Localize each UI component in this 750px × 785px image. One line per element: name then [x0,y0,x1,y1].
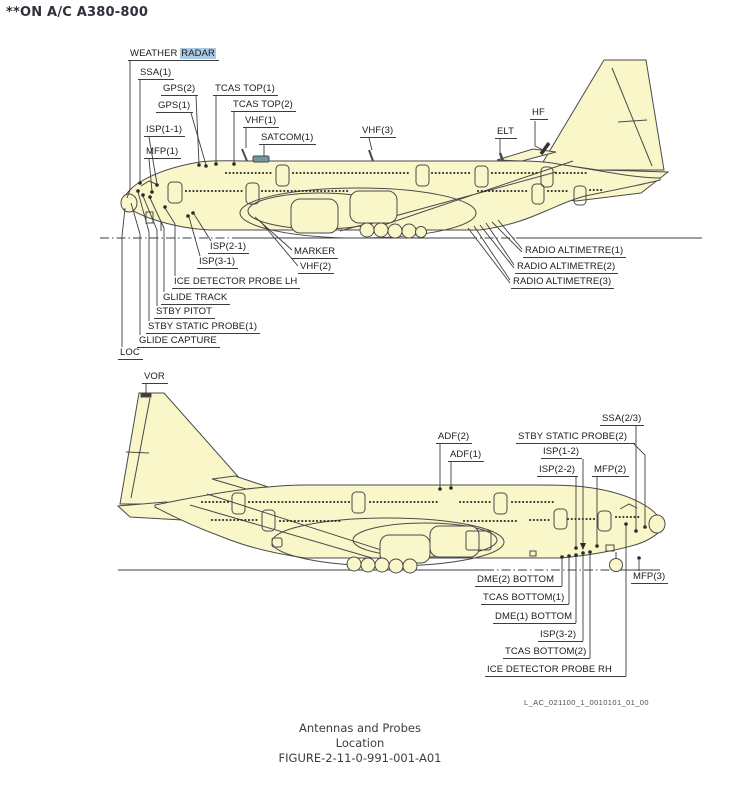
cockpit-windows [140,180,157,187]
wing-edge [189,493,401,559]
label-satcom1: SATCOM(1) [259,132,317,145]
label-glide-capture: GLIDE CAPTURE [137,335,220,348]
top-side-view-aircraft [100,59,702,239]
bottom-side-view-aircraft [116,392,666,574]
engine-nacelle [379,534,431,564]
main-landing-gear [346,556,418,574]
caption-subtitle: Location [335,736,385,750]
hf-antenna [539,141,551,156]
lower-deck-windows [210,515,642,523]
effectivity-header: **ON A/C A380-800 [6,5,149,20]
label-elt: ELT [495,126,518,139]
label-ssa1: SSA(1) [138,67,175,80]
isp12-arrowhead [580,543,586,550]
top-leader-lines [121,61,544,347]
label-stby-pitot: STBY PITOT [154,306,216,319]
label-adf1: ADF(1) [448,449,485,462]
belly-fairing [239,187,477,239]
cargo-door [465,530,492,551]
label-vhf3: VHF(3) [360,125,397,138]
doors [167,164,587,206]
label-gps2: GPS(2) [161,83,199,96]
vhf3-blade-antenna [368,149,374,162]
vertical-fin [119,392,251,505]
bottom-leader-lines [145,384,646,676]
label-ssa2-3: SSA(2/3) [600,413,645,426]
radome [648,514,666,534]
main-landing-gear [359,222,427,239]
vor-antenna [140,392,152,398]
label-vor: VOR [142,371,168,384]
label-mfp1: MFP(1) [144,146,182,159]
figure-caption: Antennas and Probes Location FIGURE-2-11… [210,721,510,766]
engine-nacelle [349,190,398,224]
label-radar-search-highlight: RADAR [180,48,217,59]
label-ice-detector-rh: ICE DETECTOR PROBE RH [485,664,626,677]
label-ice-detector-lh: ICE DETECTOR PROBE LH [172,276,301,289]
antenna-plate [605,544,615,552]
label-tcas-top2: TCAS TOP(2) [231,99,296,112]
cockpit-windows [619,503,638,510]
label-mfp2: MFP(2) [592,464,630,477]
label-mfp3: MFP(3) [631,571,669,584]
label-isp3-2: ISP(3-2) [538,629,583,642]
label-isp2-1: ISP(2-1) [208,241,250,254]
satcom-antenna [252,155,270,163]
label-gps1: GPS(1) [156,100,194,113]
figure-reference-code: L_AC_021100_1_0010101_01_00 [524,698,649,707]
radome [120,193,138,213]
label-vhf2: VHF(2) [298,261,335,274]
dme-antenna [529,550,537,557]
caption-figure-number: FIGURE-2-11-0-991-001-A01 [278,751,442,765]
label-isp1-2: ISP(1-2) [541,446,583,459]
engine-nacelle [290,198,339,234]
label-radio-altimetre2: RADIO ALTIMETRE(2) [515,261,619,274]
label-hf: HF [530,107,548,120]
lower-deck-windows [184,188,606,193]
vertical-fin [542,59,665,171]
label-stby-static2: STBY STATIC PROBE(2) [516,431,635,444]
label-isp1-1: ISP(1-1) [144,124,186,137]
label-tcas-bottom1: TCAS BOTTOM(1) [481,592,569,605]
label-dme1-bottom: DME(1) BOTTOM [493,611,576,624]
label-weather-radar: WEATHER RADAR [128,48,220,61]
label-weather: WEATHER [130,48,178,59]
nose-landing-gear [609,558,623,572]
label-marker: MARKER [292,246,339,259]
label-loc: LOC [118,347,143,360]
label-stby-static1: STBY STATIC PROBE(1) [146,321,261,334]
doors [231,491,612,548]
label-dme2-bottom: DME(2) BOTTOM [475,574,562,587]
caption-title: Antennas and Probes [299,721,421,735]
label-isp2-2: ISP(2-2) [537,464,579,477]
label-tcas-bottom2: TCAS BOTTOM(2) [503,646,590,659]
bottom-antenna-dots [438,486,647,560]
label-adf2: ADF(2) [436,431,473,444]
label-radio-altimetre1: RADIO ALTIMETRE(1) [523,245,627,258]
label-tcas-top1: TCAS TOP(1) [213,83,278,96]
top-antenna-dots [136,162,236,218]
label-isp3-1: ISP(3-1) [197,256,239,269]
label-radio-altimetre3: RADIO ALTIMETRE(3) [511,276,615,289]
elt-antenna [498,152,505,162]
label-glide-track: GLIDE TRACK [161,292,231,305]
label-vhf1: VHF(1) [243,115,280,128]
vhf1-blade-antenna [241,148,248,162]
